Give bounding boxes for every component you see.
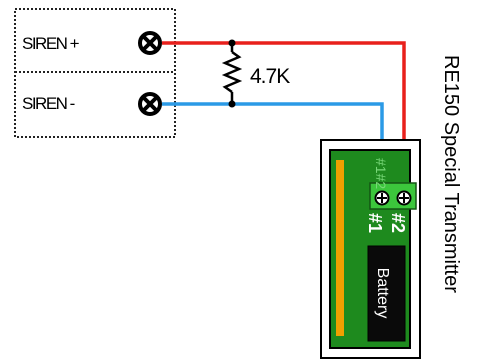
terminal-block-tag: #1#2 bbox=[373, 158, 389, 189]
battery-label: Battery bbox=[374, 268, 391, 319]
battery bbox=[367, 245, 406, 342]
resistor bbox=[221, 39, 243, 108]
siren-positive-label: SIREN + bbox=[22, 34, 80, 53]
terminal-screw-1 bbox=[374, 190, 390, 206]
resistor-label: 4.7K bbox=[250, 65, 290, 88]
terminal-screw-2 bbox=[396, 190, 412, 206]
screw-terminal-negative bbox=[138, 92, 162, 116]
junction-dot bbox=[228, 100, 236, 108]
siren-negative-label: SIREN - bbox=[22, 94, 75, 113]
device-title: RE150 Special Transmitter bbox=[440, 55, 462, 293]
pcb-bar bbox=[336, 160, 344, 336]
screw-terminal-positive bbox=[138, 31, 162, 55]
pin-label-2: #2 bbox=[388, 213, 408, 233]
junction-dot bbox=[228, 39, 236, 47]
pin-label-1: #1 bbox=[365, 213, 385, 233]
